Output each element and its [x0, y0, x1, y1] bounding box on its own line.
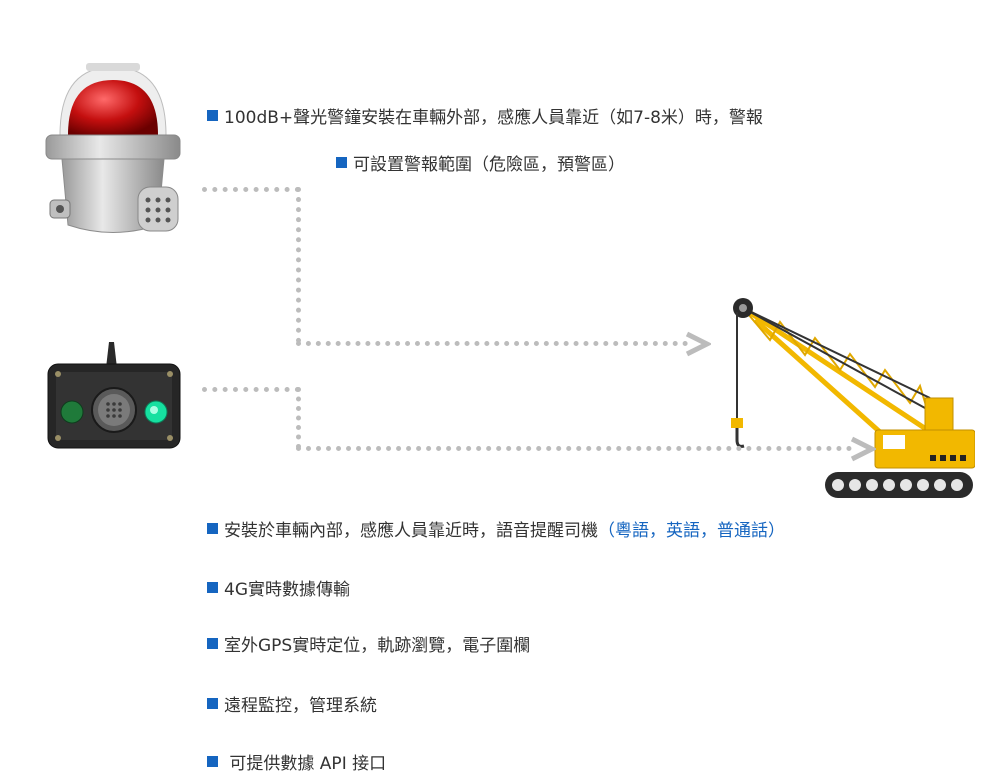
feature-text: 遠程監控，管理系統: [224, 696, 377, 716]
feature-text: 4G實時數據傳輸: [224, 580, 350, 600]
arrow-right-icon: [850, 436, 876, 462]
feature-alarm-range: 可設置警報範圍（危險區，預警區）: [336, 150, 625, 175]
feature-text: 可提供數據 API 接口: [224, 754, 387, 774]
bullet-icon: [207, 638, 218, 649]
bullet-icon: [207, 582, 218, 593]
connector-line: [296, 341, 688, 346]
feature-alarm-light: 100dB+聲光警鐘安裝在車輛外部，感應人員靠近（如7-8米）時，警報: [207, 103, 763, 128]
arrow-right-icon: [685, 331, 711, 357]
bullet-icon: [207, 698, 218, 709]
in-vehicle-device-icon: [47, 342, 181, 449]
feature-gps: 室外GPS實時定位，軌跡瀏覽，電子圍欄: [207, 631, 530, 656]
bullet-icon: [336, 157, 347, 168]
feature-languages: （粵語，英語，普通話）: [598, 521, 785, 541]
connector-line: [296, 446, 852, 451]
bullet-icon: [207, 110, 218, 121]
connector-line: [296, 387, 301, 449]
feature-4g: 4G實時數據傳輸: [207, 575, 350, 600]
feature-in-vehicle-voice: 安裝於車輛內部，感應人員靠近時，語音提醒司機 （粵語，英語，普通話）: [207, 516, 785, 541]
bullet-icon: [207, 523, 218, 534]
feature-text: 安裝於車輛內部，感應人員靠近時，語音提醒司機: [224, 521, 598, 541]
crawler-crane-icon: [731, 298, 975, 498]
connector-line: [296, 187, 301, 343]
connector-line: [202, 387, 300, 392]
feature-monitoring: 遠程監控，管理系統: [207, 691, 377, 716]
bullet-icon: [207, 756, 218, 767]
feature-text: 100dB+聲光警鐘安裝在車輛外部，感應人員靠近（如7-8米）時，警報: [224, 108, 763, 128]
feature-api: 可提供數據 API 接口: [207, 749, 386, 774]
feature-text: 室外GPS實時定位，軌跡瀏覽，電子圍欄: [224, 636, 531, 656]
alarm-light-icon: [45, 63, 181, 233]
feature-text: 可設置警報範圍（危險區，預警區）: [353, 155, 625, 175]
connector-line: [202, 187, 300, 192]
